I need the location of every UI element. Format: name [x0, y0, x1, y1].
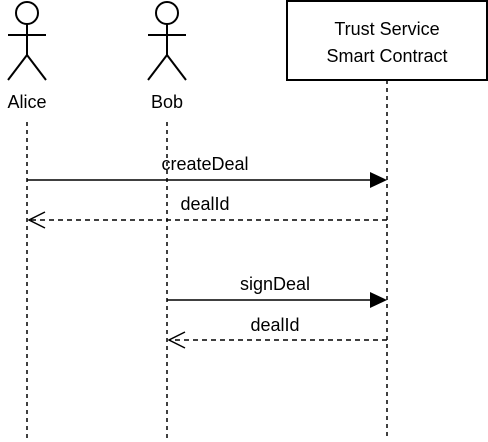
bob-actor-icon: [147, 1, 187, 81]
message-label-deal-id-bob: dealId: [250, 315, 299, 335]
contract-label-line2: Smart Contract: [326, 46, 447, 66]
alice-label: Alice: [7, 92, 46, 112]
filled-arrowhead-icon: [370, 172, 387, 188]
message-label-sign-deal: signDeal: [240, 274, 310, 294]
filled-arrowhead-icon: [370, 292, 387, 308]
alice-actor-icon: [7, 1, 47, 81]
contract-participant-box: [286, 0, 488, 81]
message-label-deal-id-alice: dealId: [180, 194, 229, 214]
open-arrowhead-icon: [27, 211, 46, 229]
open-arrowhead-icon: [167, 331, 186, 349]
bob-label: Bob: [151, 92, 183, 112]
contract-label-line1: Trust Service: [334, 19, 439, 39]
message-label-create-deal: createDeal: [161, 154, 248, 174]
